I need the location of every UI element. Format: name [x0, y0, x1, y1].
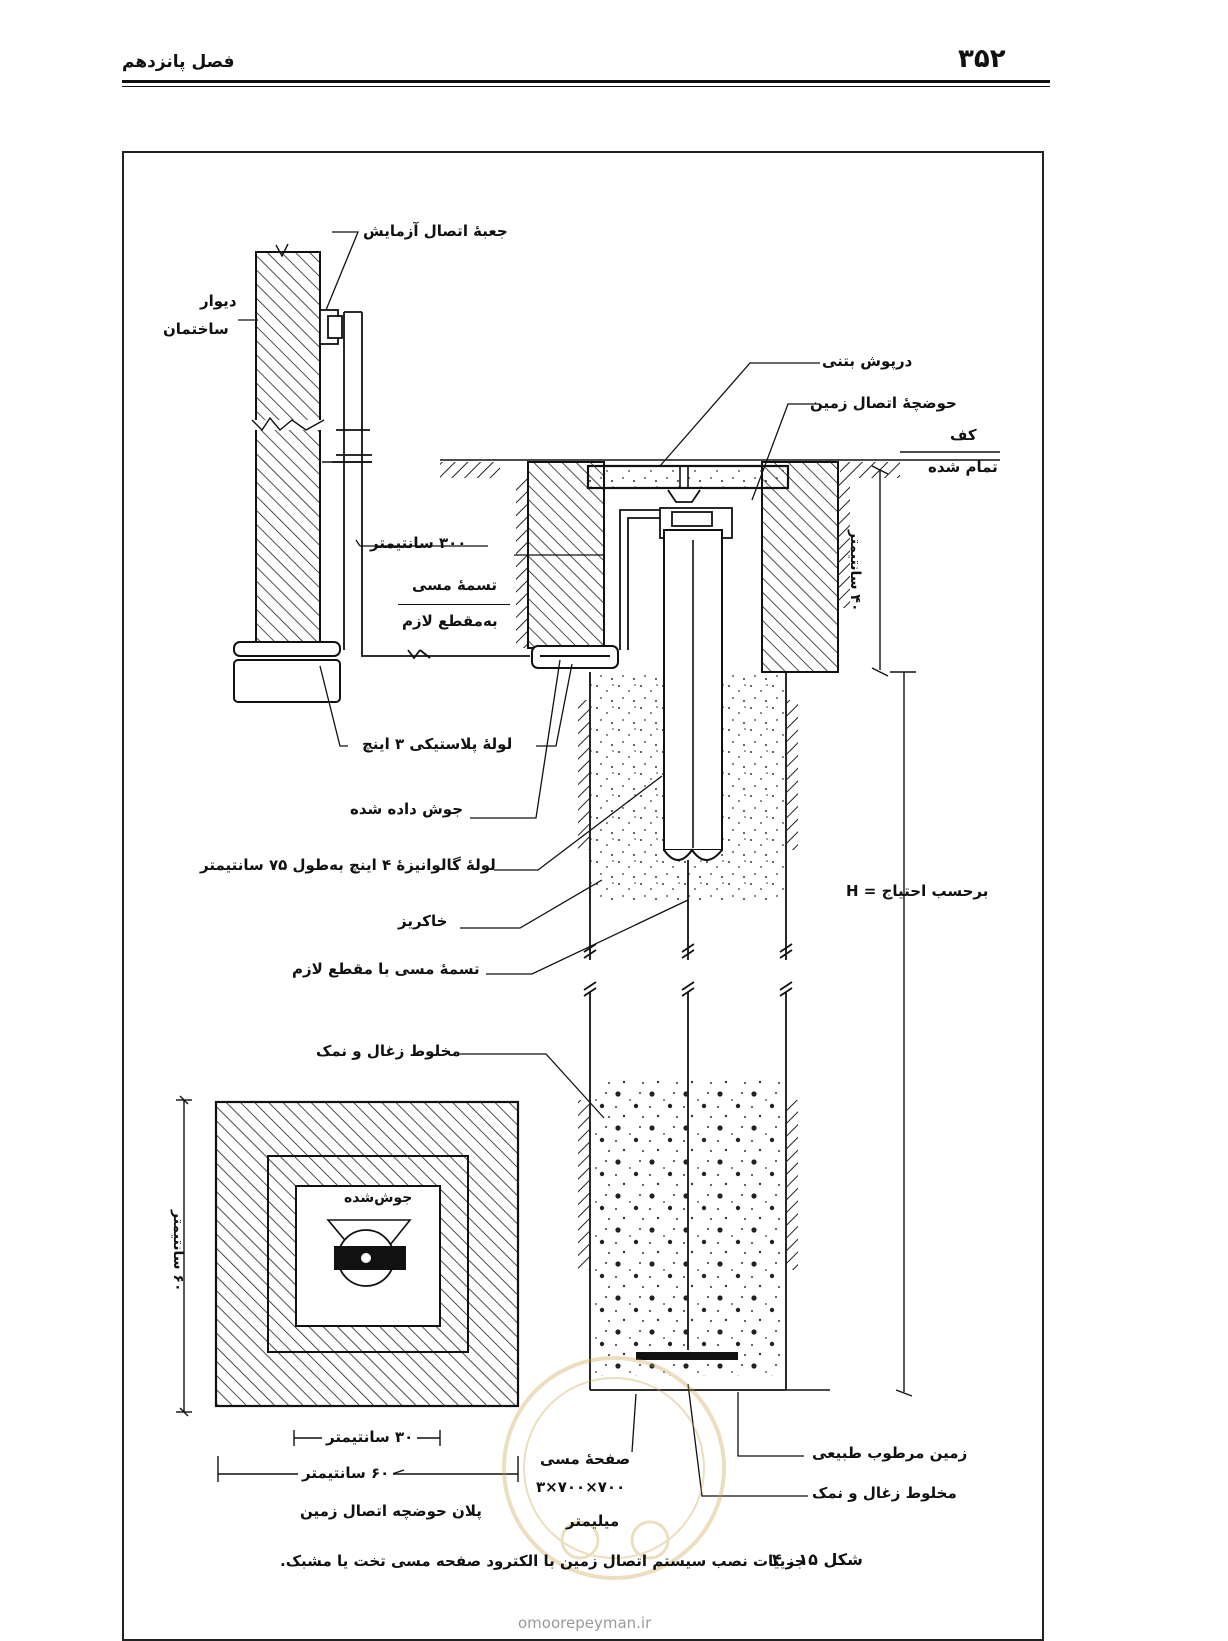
wall-footing — [233, 641, 341, 703]
header-rule-thin — [122, 86, 1050, 87]
header-rule — [122, 80, 1050, 83]
plan-title: پلان حوضچه اتصال زمین — [300, 1502, 482, 1520]
label-h-as-needed: برحسب احتیاج = H — [846, 882, 989, 900]
galvanized-pipe — [663, 529, 723, 861]
label-copper-strip: تسمهٔ مسی — [412, 576, 497, 594]
label-floor-2: تمام شده — [928, 458, 998, 476]
copper-strip-horizontal — [361, 649, 530, 660]
figure-caption: جزییات نصب سیستم اتصال زمین با الکترود ص… — [280, 1552, 806, 1570]
plastic-pipe-sleeve — [531, 645, 619, 669]
copper-plate — [636, 1352, 738, 1360]
label-floor-1: کف — [950, 426, 977, 444]
label-charcoal-salt: مخلوط زغال و نمک — [316, 1042, 461, 1060]
plan-dim-60-vertical: ۶۰ سانتیمتر — [170, 1210, 186, 1292]
label-len-300: ۳۰۰ سانتیمتر — [370, 534, 467, 552]
watermark-seal — [502, 1356, 726, 1580]
watermark-site: omoorepeyman.ir — [518, 1614, 652, 1632]
figure-number: شکل ۱۵ ـ ۴ — [772, 1550, 863, 1569]
label-plastic-pipe: لولهٔ پلاستیکی ۳ اینچ — [362, 735, 513, 753]
dim-40cm — [871, 465, 889, 677]
label-millimeter: میلیمتر — [566, 1512, 620, 1530]
ground-surface — [440, 451, 1000, 478]
test-junction-box — [319, 309, 372, 650]
plan-view — [214, 1100, 520, 1408]
label-charcoal-salt-2: مخلوط زغال و نمک — [812, 1484, 957, 1502]
label-strip-required: تسمهٔ مسی با مقطع لازم — [292, 960, 480, 978]
label-welded: جوش داده شده — [350, 800, 464, 818]
label-concrete-cover: درپوش بتنی — [822, 352, 913, 370]
label-copper-plate: صفحهٔ مسی — [540, 1450, 631, 1468]
label-wall-2: ساختمان — [163, 320, 229, 338]
dim-h — [890, 671, 916, 1397]
label-wall-1: دیوار — [200, 292, 237, 310]
label-earth-pit: حوضچهٔ اتصال زمین — [810, 394, 957, 412]
page-number: ۳۵۲ — [958, 44, 1006, 74]
label-backfill: خاکریز — [398, 912, 448, 930]
plan-dim-30: ۳۰ سانتیمتر — [322, 1428, 418, 1446]
leader-lines — [238, 231, 820, 1497]
label-test-box: جعبهٔ اتصال آزمایش — [363, 222, 508, 240]
label-required-section: به‌مقطع لازم — [402, 612, 498, 630]
borehole-charcoal-salt — [578, 992, 830, 1391]
chapter-title: فصل پانزدهم — [122, 52, 235, 72]
label-plate-size: ۷۰۰×۷۰۰×۳ — [536, 1478, 626, 1496]
label-moist-earth: زمین مرطوب طبیعی — [812, 1444, 968, 1462]
label-galv-pipe: لولهٔ گالوانیزهٔ ۴ اینچ به‌طول ۷۵ سانتیم… — [200, 856, 496, 874]
building-wall — [251, 243, 325, 643]
plan-welded-label: جوش‌شده — [344, 1190, 413, 1206]
concrete-cover — [586, 464, 790, 503]
fraction-line — [398, 604, 510, 605]
label-depth-40: ۴۰ سانتیمتر — [847, 530, 863, 612]
plan-dim-60: ۶۰ سانتیمتر — [298, 1464, 394, 1482]
